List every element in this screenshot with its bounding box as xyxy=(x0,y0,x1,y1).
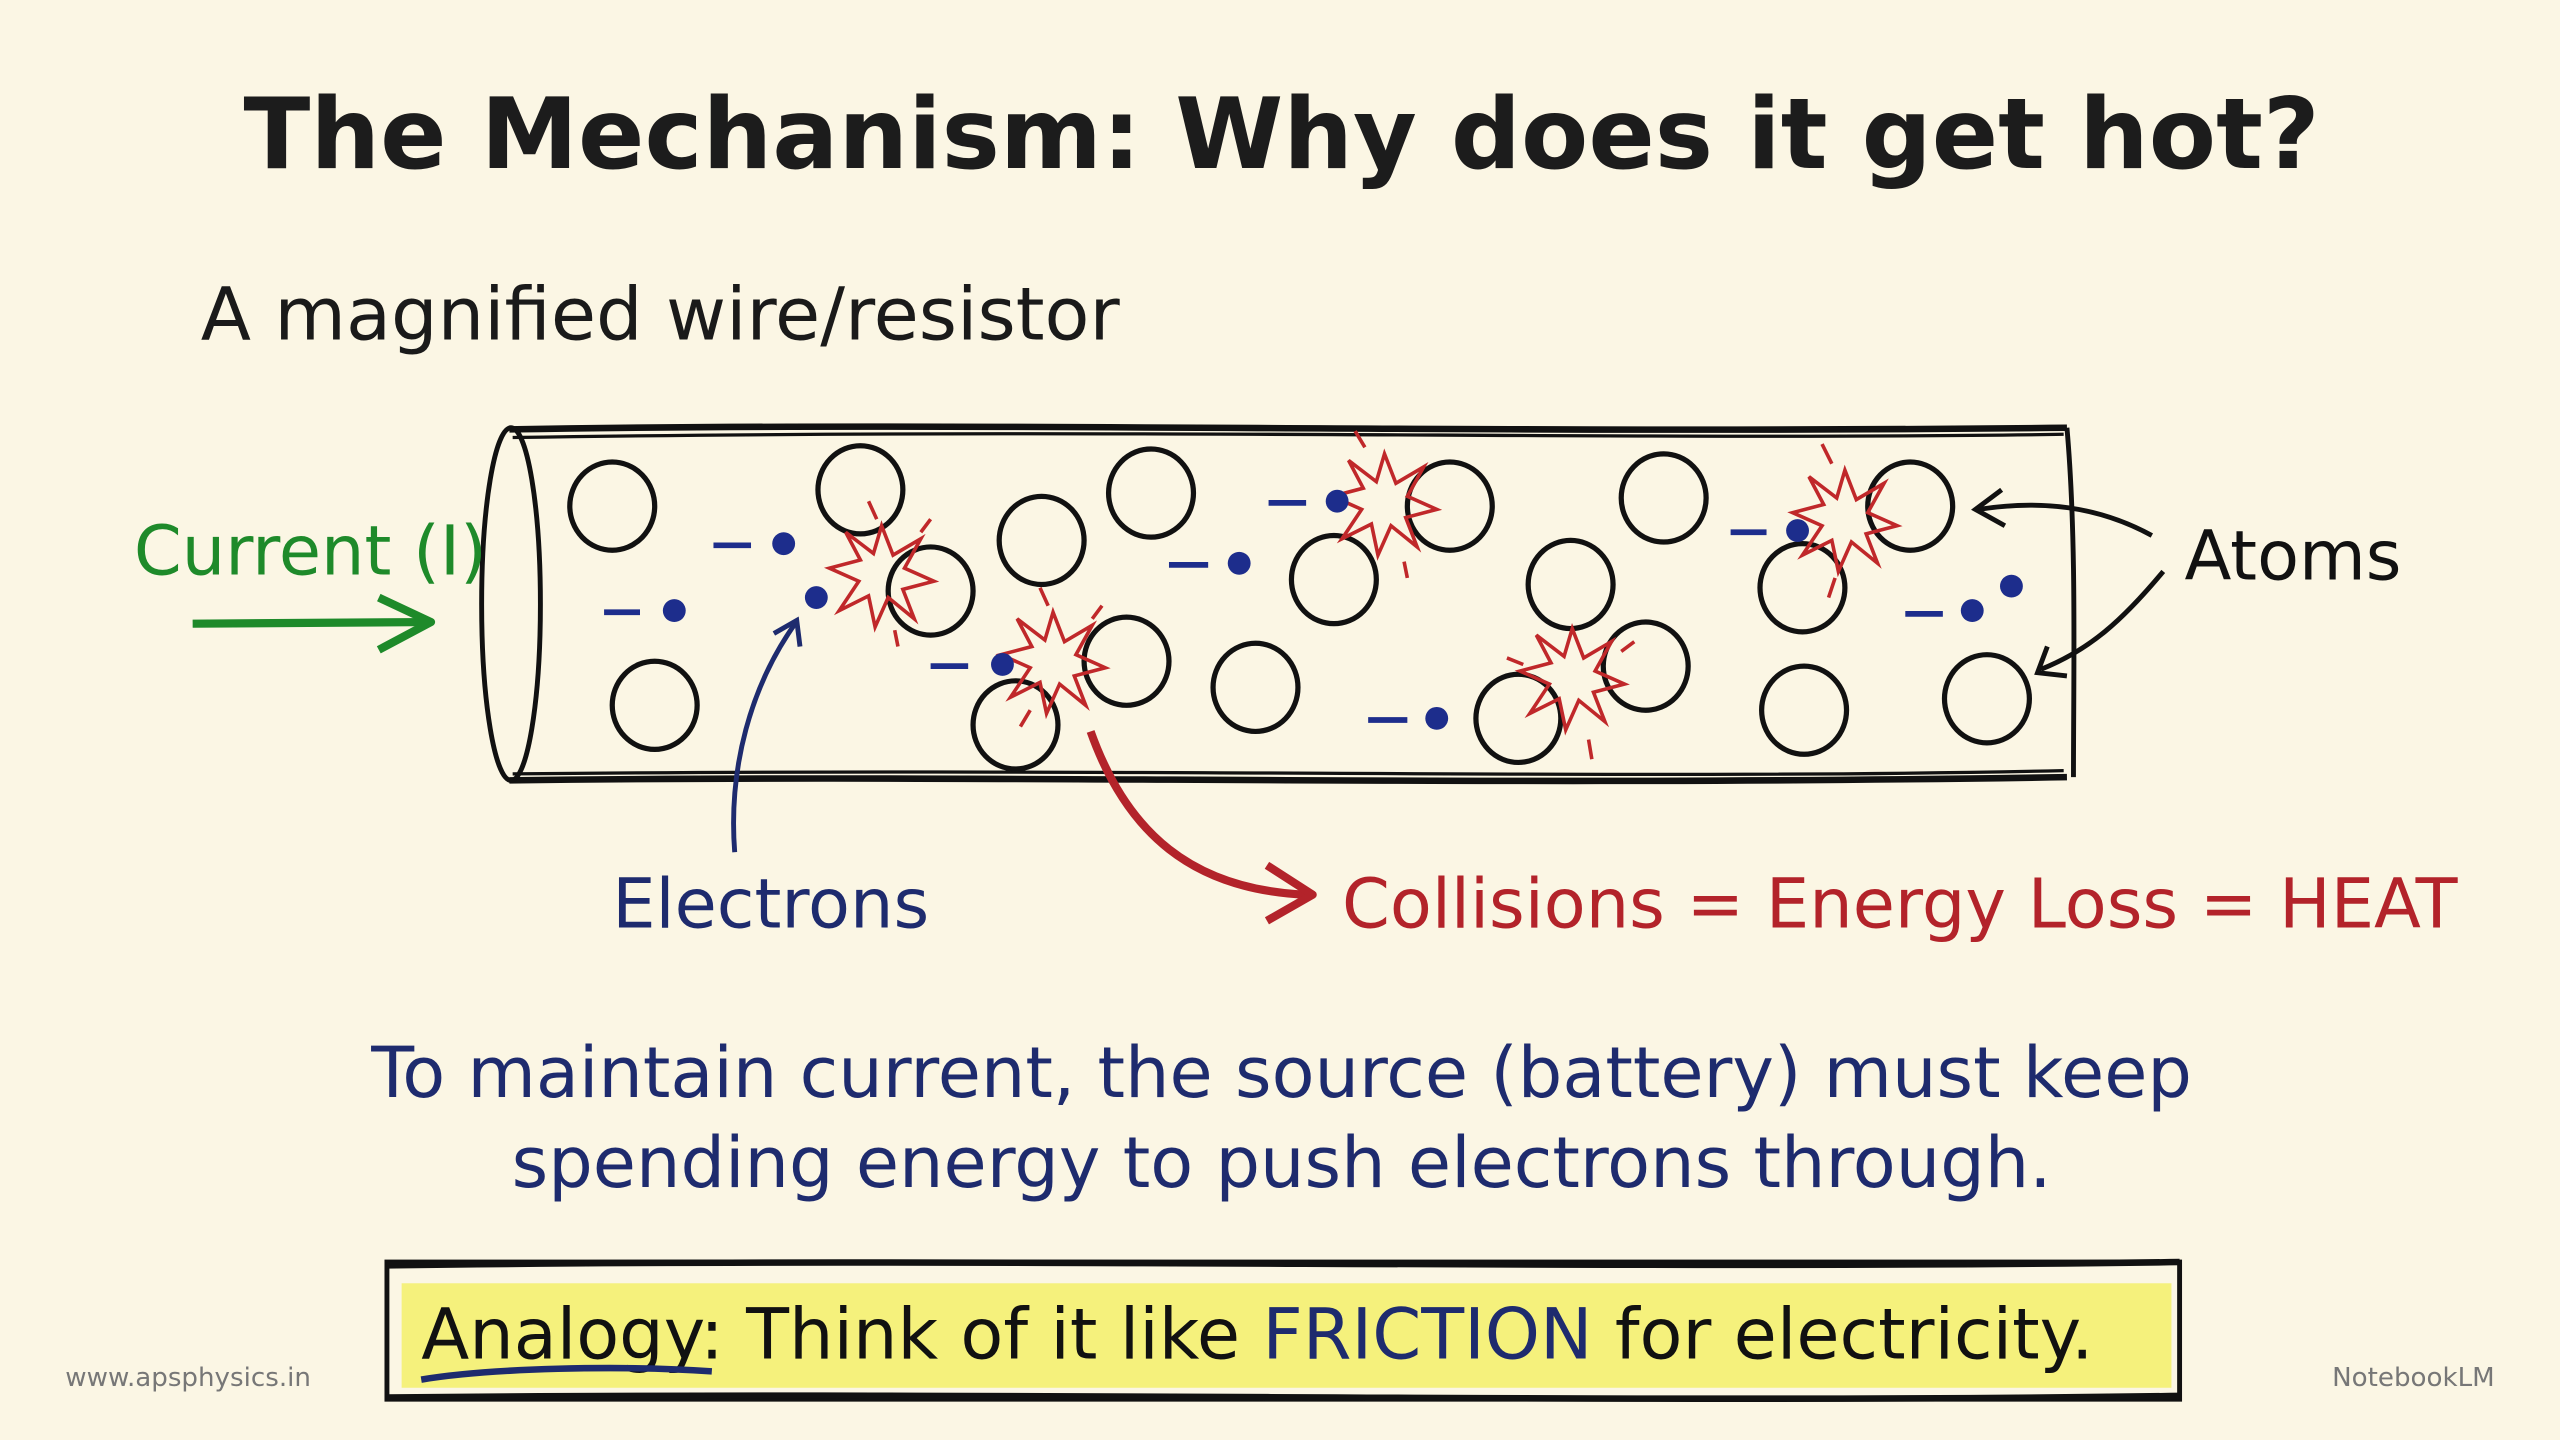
atom xyxy=(996,493,1087,588)
explanation-line-2: spending energy to push electrons throug… xyxy=(512,1122,2052,1204)
electrons-group xyxy=(604,489,2023,730)
atom xyxy=(1865,459,1956,553)
atom xyxy=(1081,614,1172,708)
collision-burst-icon xyxy=(823,500,940,647)
collision-burst-icon xyxy=(1787,443,1903,599)
wire-cylinder xyxy=(479,423,2077,785)
electron xyxy=(1960,599,1984,623)
atom xyxy=(815,443,906,537)
collision-bursts xyxy=(823,430,1903,760)
current-arrow-icon xyxy=(192,593,436,654)
collisions-label: Collisions = Energy Loss = HEAT xyxy=(1342,864,2459,944)
footer-brand: NotebookLM xyxy=(2332,1363,2495,1393)
atoms-label: Atoms xyxy=(2184,517,2401,597)
atom xyxy=(1288,532,1379,627)
footer-website: www.apsphysics.in xyxy=(65,1363,311,1393)
collisions-arrow-icon xyxy=(1086,730,1317,925)
analogy-box: Analogy: Think of it like FRICTION for e… xyxy=(384,1258,2183,1402)
atom xyxy=(1473,671,1564,766)
electron xyxy=(1425,706,1449,730)
collision-burst-icon xyxy=(1326,430,1443,579)
atoms-arrow-icon xyxy=(1971,487,2166,679)
electrons-arrow-icon xyxy=(731,616,803,853)
slide-title: The Mechanism: Why does it get hot? xyxy=(244,78,2320,192)
current-label: Current (I) xyxy=(134,512,487,592)
electron xyxy=(2000,574,2023,598)
electron xyxy=(662,599,686,623)
atom xyxy=(1618,451,1709,545)
atom xyxy=(609,658,700,752)
atoms-group xyxy=(567,443,2032,772)
atom xyxy=(1105,446,1197,540)
atom xyxy=(1759,663,1850,757)
electron xyxy=(804,586,828,609)
electron xyxy=(772,532,796,556)
electron xyxy=(991,653,1014,676)
atom xyxy=(1525,537,1616,632)
explanation-line-1: To maintain current, the source (battery… xyxy=(370,1032,2192,1114)
atom xyxy=(1941,652,2032,746)
collision-burst-icon xyxy=(995,587,1111,728)
atom xyxy=(1404,459,1495,553)
analogy-middle: Think of it like xyxy=(724,1293,1263,1375)
electron xyxy=(1325,489,1349,513)
electrons-label: Electrons xyxy=(612,864,929,944)
electron xyxy=(1227,551,1251,575)
analogy-highlight: FRICTION xyxy=(1262,1293,1592,1375)
analogy-prefix: Analogy: xyxy=(421,1293,724,1375)
electron xyxy=(1786,519,1809,543)
atom xyxy=(885,544,976,638)
atom xyxy=(1210,640,1301,735)
analogy-suffix: for electricity. xyxy=(1593,1293,2094,1375)
atom xyxy=(970,678,1061,772)
collision-burst-icon xyxy=(1506,623,1636,760)
atom xyxy=(1600,619,1691,713)
atom xyxy=(567,459,658,553)
diagram-subtitle: A magnified wire/resistor xyxy=(201,273,1121,358)
analogy-underline xyxy=(420,1364,713,1383)
analogy-text: Analogy: Think of it like FRICTION for e… xyxy=(421,1293,2093,1375)
atom xyxy=(1757,541,1848,635)
